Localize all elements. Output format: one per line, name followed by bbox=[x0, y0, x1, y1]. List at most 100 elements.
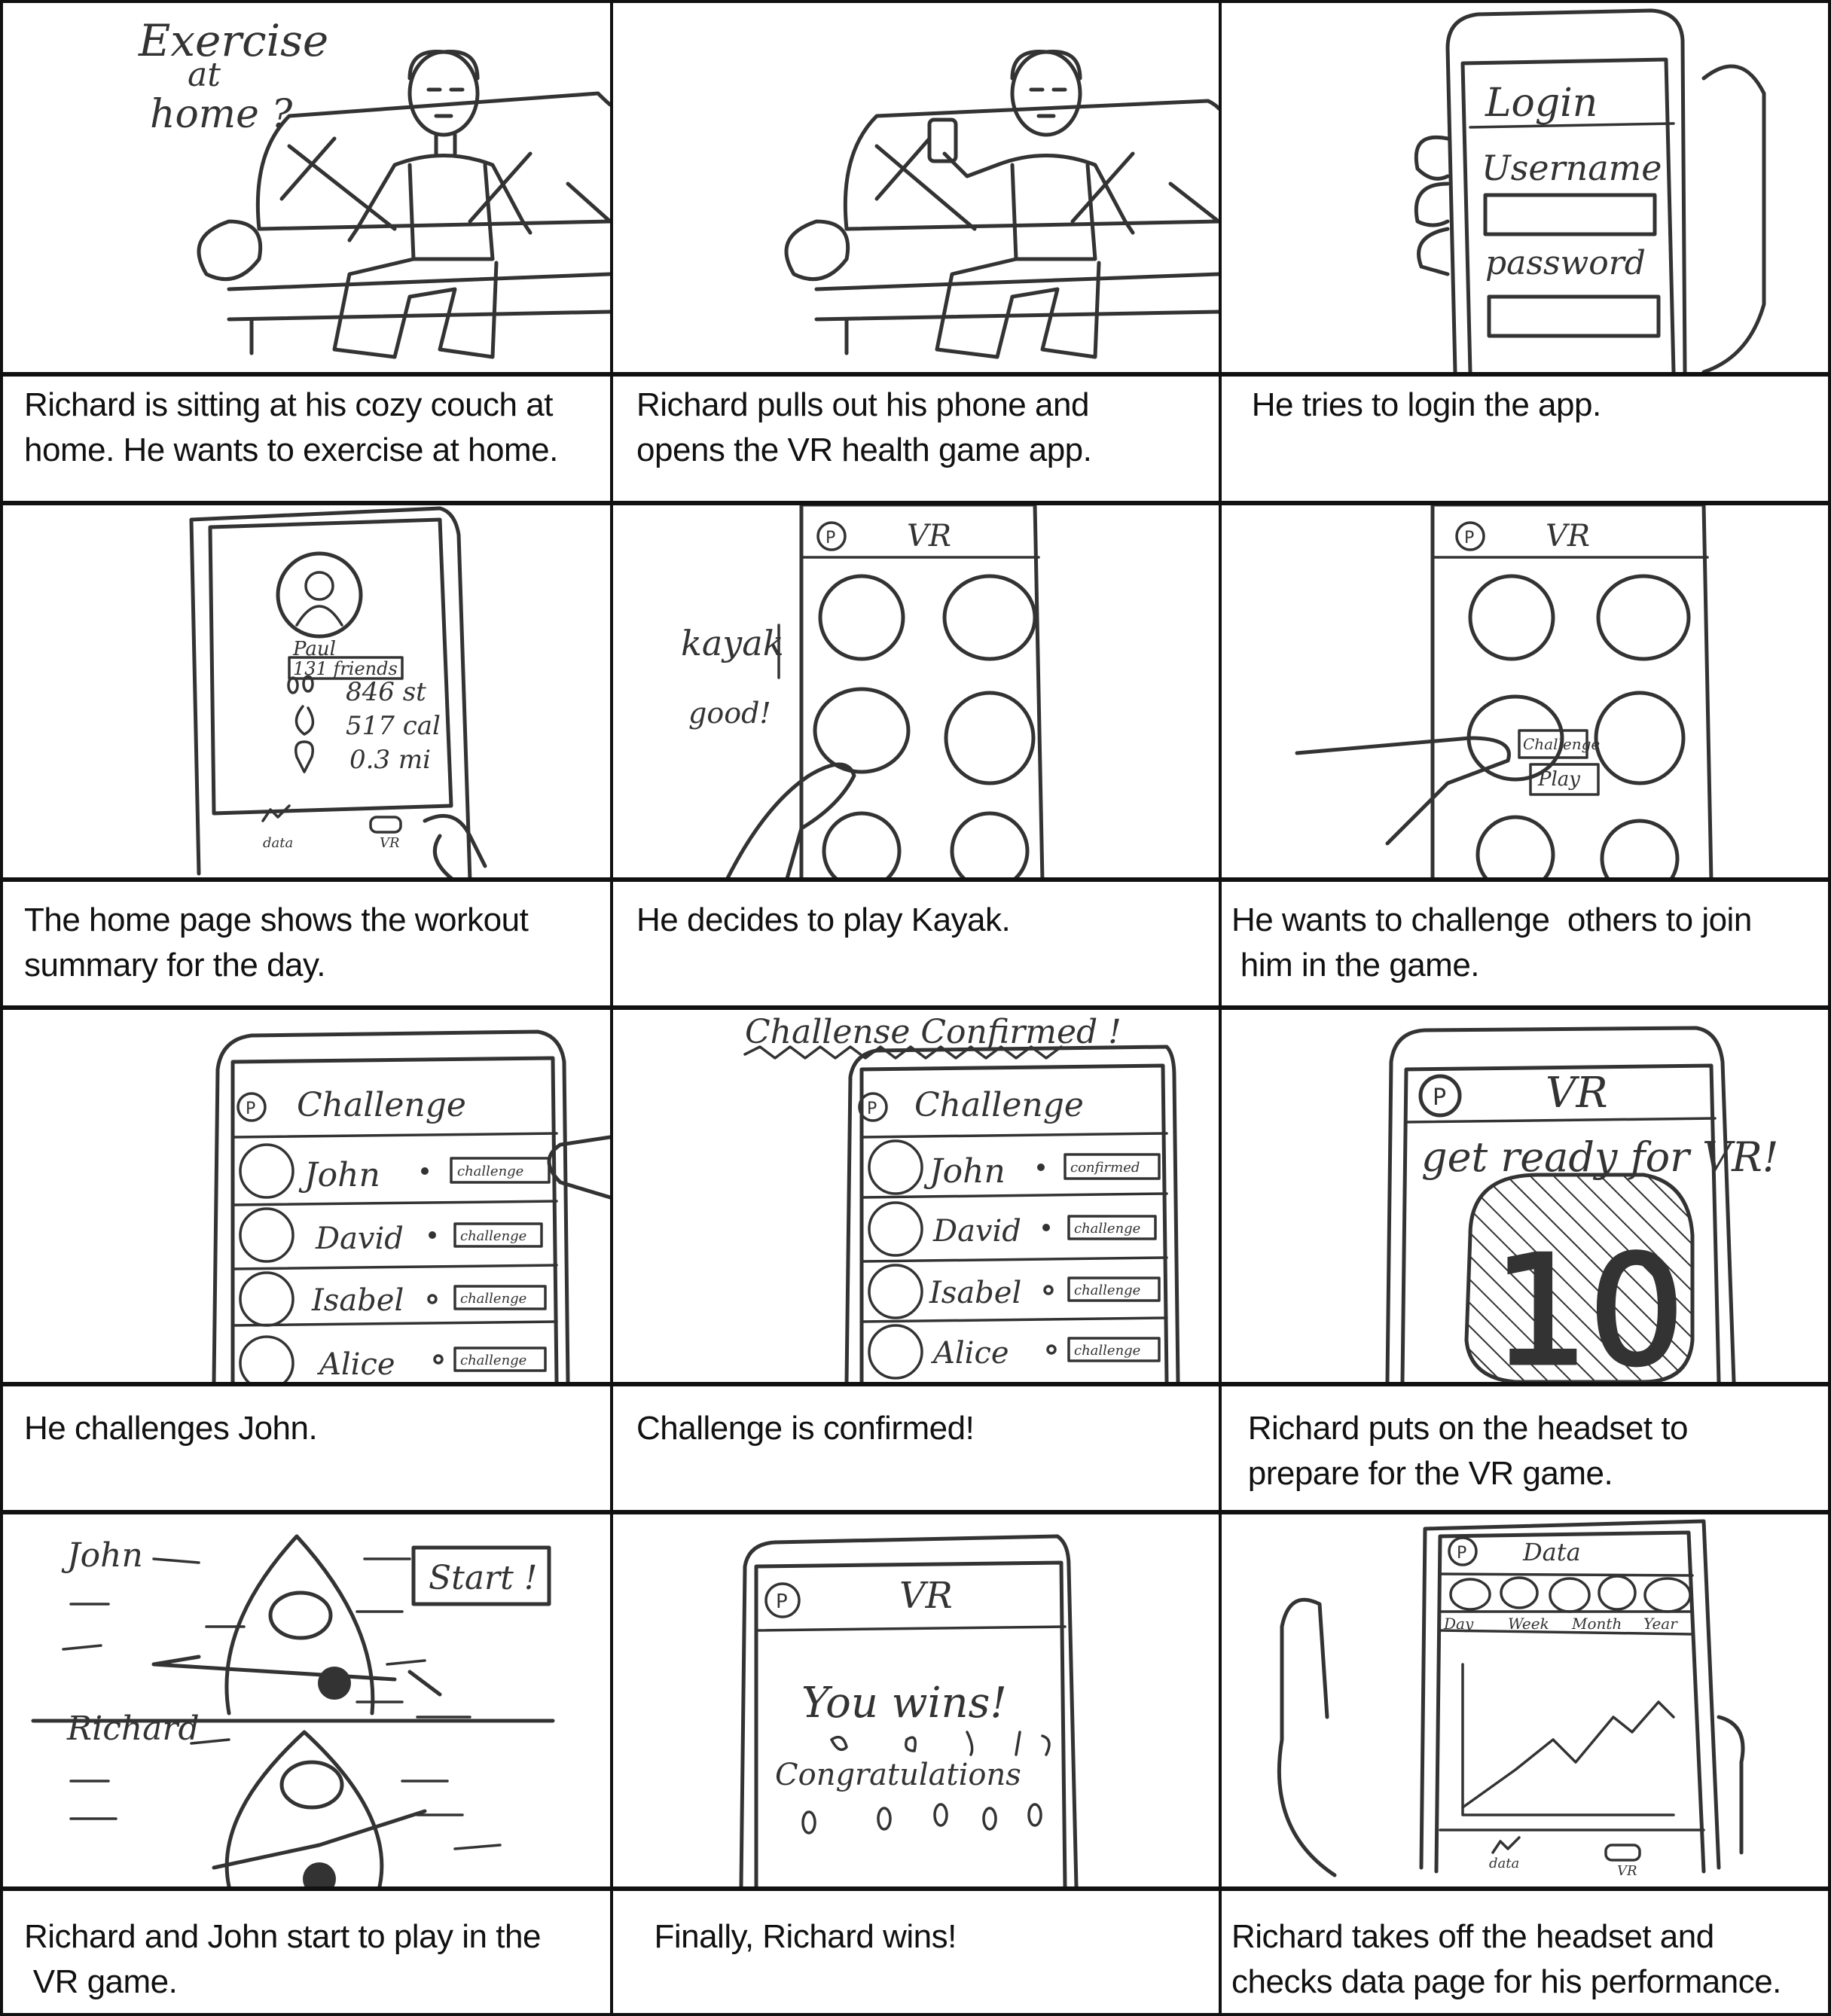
data-nav-icon bbox=[261, 804, 291, 822]
svg-text:John: John bbox=[923, 1152, 1006, 1191]
svg-text:P: P bbox=[776, 1591, 788, 1613]
caption-panel-1: Richard is sitting at his cozy couch at … bbox=[24, 386, 558, 468]
countdown-number: 10 bbox=[1493, 1224, 1685, 1382]
game-walking-icon bbox=[822, 811, 902, 881]
game-cycling-icon bbox=[942, 574, 1037, 661]
vr-headset-icon bbox=[1604, 1844, 1641, 1862]
water-drop-icon bbox=[1598, 1575, 1637, 1611]
svg-text:Isabel: Isabel bbox=[311, 1283, 404, 1318]
win-message: You wins! bbox=[801, 1679, 1007, 1728]
flame-icon bbox=[294, 705, 315, 736]
couch-drawing bbox=[197, 91, 610, 355]
svg-text:challenge: challenge bbox=[1074, 1343, 1140, 1359]
panel-2-sketch bbox=[613, 3, 1219, 372]
profile-avatar bbox=[276, 551, 363, 639]
svg-text:P: P bbox=[1433, 1084, 1446, 1111]
panel-7-sketch: P Challenge John challenge David challen… bbox=[3, 1009, 610, 1382]
smiley-icon bbox=[1643, 1577, 1692, 1613]
location-pin-icon bbox=[1549, 1577, 1591, 1613]
vr-title: VR bbox=[1546, 519, 1590, 554]
caption-panel-2: Richard pulls out his phone and opens th… bbox=[636, 386, 1092, 468]
svg-text:David: David bbox=[932, 1214, 1021, 1249]
nav-vr: VR bbox=[1617, 1863, 1637, 1879]
game-climbing-icon bbox=[1600, 819, 1680, 881]
panel-10-sketch: John Start ! Richard bbox=[3, 1514, 610, 1886]
nav-data: data bbox=[1489, 1856, 1519, 1871]
annotation-good: good! bbox=[688, 697, 771, 730]
panel-9-sketch: P VR get ready for VR! 10 bbox=[1222, 1009, 1828, 1382]
popup-challenge-label: Challenge bbox=[1523, 735, 1600, 753]
popup-challenge bbox=[1518, 729, 1588, 759]
caption-panel-3: He tries to login the app. bbox=[1243, 386, 1601, 423]
row-divider bbox=[0, 1382, 1831, 1386]
stat-steps: 846 st bbox=[346, 677, 426, 707]
svg-text:Alice: Alice bbox=[316, 1347, 395, 1382]
caption-panel-8: Challenge is confirmed! bbox=[636, 1410, 975, 1447]
panel-12-sketch: P Data Day Week Month Year data VR bbox=[1222, 1514, 1828, 1886]
annotation-exercise: Exercise bbox=[138, 15, 328, 66]
password-input bbox=[1487, 294, 1661, 338]
location-pin-icon bbox=[294, 740, 314, 773]
footprints-icon bbox=[287, 675, 314, 694]
svg-text:challenge: challenge bbox=[460, 1228, 526, 1244]
vr-title: VR bbox=[907, 519, 951, 554]
popup-play-label: Play bbox=[1537, 768, 1580, 791]
confetti-drops bbox=[801, 1731, 1051, 1835]
start-button bbox=[411, 1545, 551, 1606]
password-label: password bbox=[1485, 244, 1646, 282]
row-divider bbox=[0, 1886, 1831, 1891]
caption-panel-11: Finally, Richard wins! bbox=[636, 1918, 957, 1955]
heart-rate-icon bbox=[1449, 1578, 1491, 1611]
svg-text:challenge: challenge bbox=[457, 1164, 523, 1179]
friend-row-alice: Alice challenge bbox=[239, 1335, 547, 1382]
svg-text:David: David bbox=[315, 1221, 404, 1256]
vr-title: VR bbox=[899, 1575, 953, 1617]
username-input bbox=[1483, 193, 1657, 236]
hand bbox=[1277, 1597, 1337, 1877]
caption-panel-4: The home page shows the workout summary … bbox=[24, 901, 529, 984]
login-title: Login bbox=[1485, 81, 1598, 126]
svg-text:Alice: Alice bbox=[930, 1336, 1009, 1371]
game-climbing-icon bbox=[950, 811, 1030, 881]
game-running-icon bbox=[1468, 574, 1555, 661]
stat-distance: 0.3 mi bbox=[349, 745, 431, 775]
friend-row-alice: Alice challenge bbox=[868, 1324, 1161, 1380]
confirmed-banner: Challense Confirmed ! bbox=[745, 1013, 1121, 1051]
period-year: Year bbox=[1643, 1615, 1678, 1633]
svg-text:P: P bbox=[825, 529, 835, 547]
game-swimming-icon bbox=[944, 691, 1036, 785]
game-cycling-icon bbox=[1596, 574, 1691, 661]
finger bbox=[547, 1135, 610, 1200]
challenge-title: Challenge bbox=[914, 1086, 1084, 1124]
svg-text:challenge: challenge bbox=[1074, 1282, 1140, 1298]
svg-text:John: John bbox=[298, 1156, 380, 1194]
panel-5-sketch: P VR kayak good! bbox=[613, 505, 1219, 881]
panel-1-sketch: Exercise at home ? bbox=[3, 3, 610, 372]
challenge-title: Challenge bbox=[297, 1086, 466, 1124]
caption-panel-5: He decides to play Kayak. bbox=[636, 901, 1011, 938]
panel-3-sketch: Login Username password bbox=[1222, 3, 1828, 372]
row-divider bbox=[0, 501, 1831, 505]
kayak-john bbox=[224, 1534, 375, 1716]
panel-11-sketch: P VR You wins! Congratulations bbox=[613, 1514, 1219, 1886]
game-kayak-icon bbox=[813, 687, 911, 774]
kayak-richard bbox=[224, 1730, 384, 1886]
row-divider bbox=[0, 372, 1831, 377]
nav-data: data bbox=[263, 835, 293, 851]
annotation-at: at bbox=[188, 56, 221, 94]
panel-6-sketch: P VR Challenge Play bbox=[1222, 505, 1828, 881]
friend-row-david: David challenge bbox=[868, 1201, 1157, 1257]
svg-text:P: P bbox=[246, 1099, 255, 1118]
svg-text:challenge: challenge bbox=[1074, 1221, 1140, 1237]
svg-text:confirmed: confirmed bbox=[1070, 1160, 1140, 1176]
row-divider bbox=[0, 1005, 1831, 1010]
player-label-richard: Richard bbox=[66, 1709, 200, 1748]
nav-vr: VR bbox=[380, 835, 400, 851]
countdown-badge bbox=[1464, 1173, 1695, 1382]
richard-avatar bbox=[303, 1862, 336, 1886]
john-avatar bbox=[318, 1667, 351, 1700]
annotation-kayak: kayak bbox=[681, 623, 784, 663]
caption-panel-9: Richard puts on the headset to prepare f… bbox=[1247, 1410, 1689, 1492]
couch-drawing bbox=[784, 99, 1219, 355]
vr-title: VR bbox=[1546, 1069, 1608, 1118]
